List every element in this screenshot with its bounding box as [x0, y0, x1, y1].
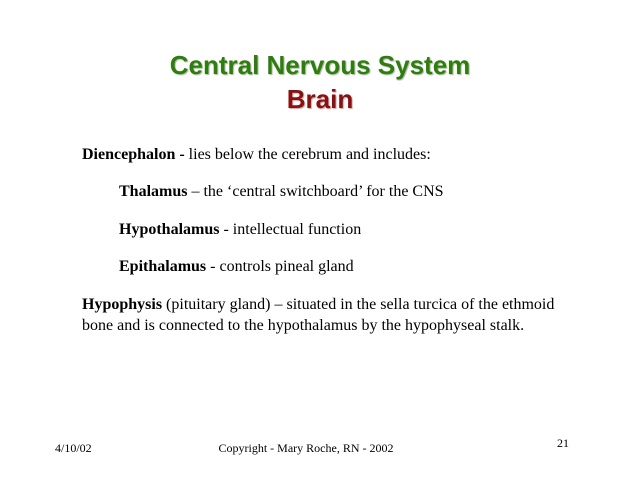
page-number: 21	[557, 436, 569, 450]
hypophysis-paragraph: Hypophysis (pituitary gland) – situated …	[82, 294, 562, 336]
footer-copyright: Copyright - Mary Roche, RN - 2002	[218, 441, 394, 455]
thalamus-text: – the ‘central switchboard’ for the CNS	[187, 183, 444, 200]
title-line-2: Brain	[286, 84, 354, 114]
diencephalon-paragraph: Diencephalon - lies below the cerebrum a…	[82, 144, 602, 165]
thalamus-item: Thalamus – the ‘central switchboard’ for…	[119, 181, 599, 202]
hypothalamus-text: - intellectual function	[219, 221, 362, 238]
footer-date: 4/10/02	[55, 441, 92, 455]
hypophysis-term: Hypophysis	[82, 296, 163, 313]
hypophysis-text: (pituitary gland) – situated in the sell…	[82, 296, 555, 334]
epithalamus-item: Epithalamus - controls pineal gland	[119, 256, 599, 277]
hypothalamus-term: Hypothalamus	[119, 221, 220, 238]
epithalamus-term: Epithalamus	[119, 258, 207, 275]
thalamus-term: Thalamus	[119, 183, 188, 200]
slide-title: Central Nervous System Brain	[0, 48, 640, 116]
title-line-1: Central Nervous System	[169, 50, 471, 80]
epithalamus-text: - controls pineal gland	[206, 258, 354, 275]
diencephalon-term: Diencephalon -	[82, 146, 185, 163]
hypothalamus-item: Hypothalamus - intellectual function	[119, 219, 599, 240]
diencephalon-text: lies below the cerebrum and includes:	[184, 146, 431, 163]
